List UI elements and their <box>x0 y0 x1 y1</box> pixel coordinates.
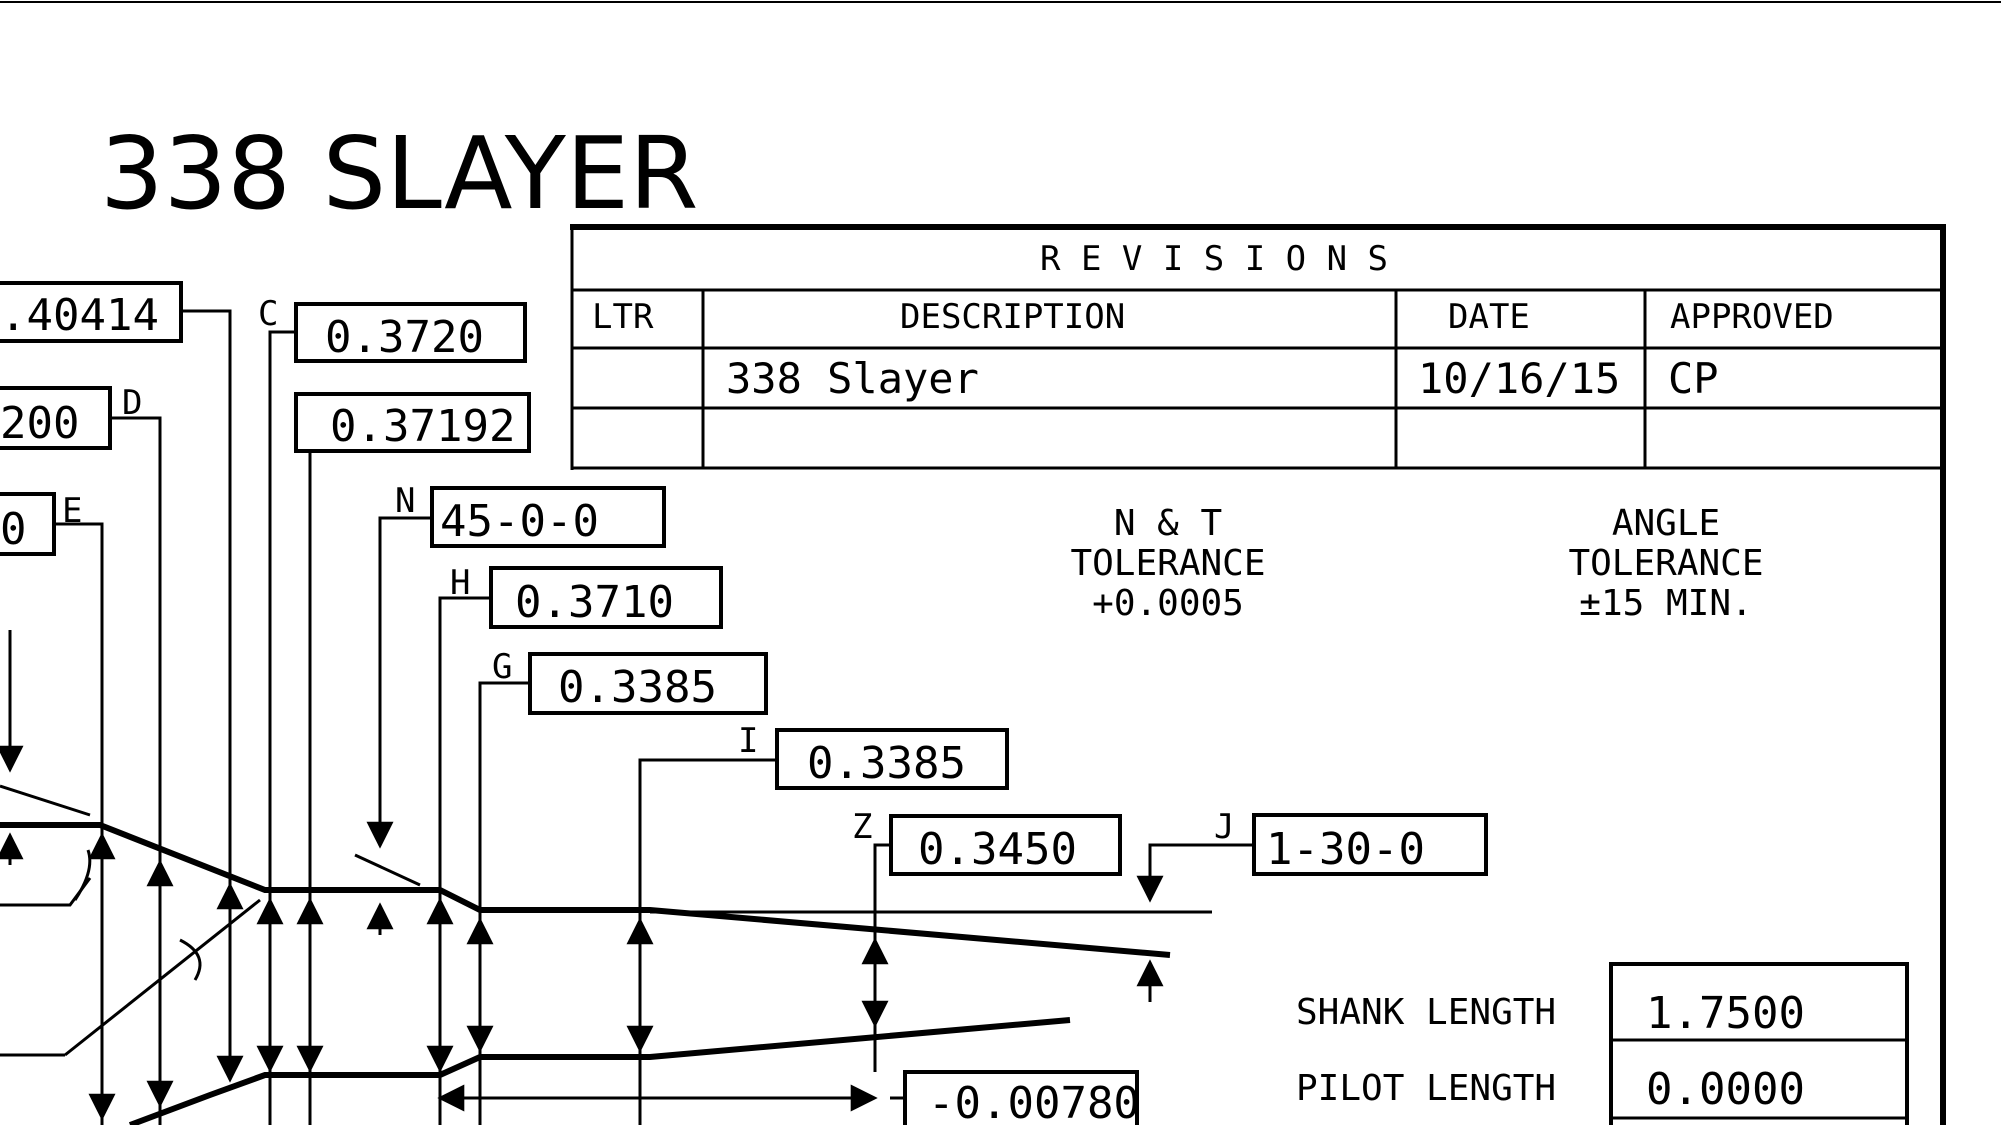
svg-text:C: C <box>258 294 278 334</box>
col-ltr: LTR <box>592 297 654 337</box>
length-table: SHANK LENGTH 1.7500 PILOT LENGTH 0.0000 <box>1296 962 1909 1125</box>
svg-text:0.37192: 0.37192 <box>330 401 515 452</box>
svg-text:0.3385: 0.3385 <box>558 662 717 713</box>
dim-top-partial: .40414 <box>0 281 183 343</box>
shank-length-value: 1.7500 <box>1646 988 1805 1039</box>
dim-j: J 1-30-0 <box>1214 807 1488 876</box>
dim-h: H 0.3710 <box>450 563 723 629</box>
shank-length-label: SHANK LENGTH <box>1296 992 1556 1033</box>
pilot-length-value: 0.0000 <box>1646 1064 1805 1115</box>
col-approved: APPROVED <box>1670 297 1834 337</box>
dim-e: 0 E <box>0 491 82 556</box>
svg-text:N: N <box>395 481 415 521</box>
dim-n: N 45-0-0 <box>395 481 666 548</box>
svg-text:1-30-0: 1-30-0 <box>1266 824 1425 875</box>
svg-text:0.3385: 0.3385 <box>807 738 966 789</box>
rev-row-1-date: 10/16/15 <box>1418 354 1620 403</box>
svg-text:0.3710: 0.3710 <box>515 577 674 628</box>
svg-text:+0.0005: +0.0005 <box>1092 583 1244 624</box>
svg-text:.40414: .40414 <box>0 290 159 341</box>
dim-c: C 0.3720 <box>258 294 527 363</box>
rev-row-1-description: 338 Slayer <box>726 354 979 403</box>
revisions-heading: R E V I S I O N S <box>1040 239 1388 279</box>
dim-bottom: -0.00780 <box>903 1070 1140 1125</box>
dim-z: Z 0.3450 <box>852 807 1122 876</box>
svg-text:J: J <box>1214 807 1234 847</box>
angle-tolerance-note: ANGLE TOLERANCE ±15 MIN. <box>1568 503 1763 624</box>
svg-text:0.3450: 0.3450 <box>918 824 1077 875</box>
col-description: DESCRIPTION <box>900 297 1125 337</box>
revisions-table: R E V I S I O N S LTR DESCRIPTION DATE A… <box>570 224 1946 1125</box>
leader-lines <box>0 309 1254 1125</box>
pilot-length-label: PILOT LENGTH <box>1296 1068 1556 1109</box>
dim-c2: 0.37192 <box>294 392 531 453</box>
rev-row-1-approved: CP <box>1668 354 1719 403</box>
svg-text:TOLERANCE: TOLERANCE <box>1568 543 1763 584</box>
svg-text:D: D <box>122 383 142 423</box>
col-date: DATE <box>1448 297 1530 337</box>
dim-i: I 0.3385 <box>738 721 1009 790</box>
nt-tolerance-note: N & T TOLERANCE +0.0005 <box>1070 503 1265 624</box>
svg-text:TOLERANCE: TOLERANCE <box>1070 543 1265 584</box>
drawing-title: 338 SLAYER <box>100 115 699 232</box>
svg-text:E: E <box>62 491 82 531</box>
svg-text:200: 200 <box>0 398 79 449</box>
svg-text:H: H <box>450 563 470 603</box>
svg-text:Z: Z <box>852 807 872 847</box>
svg-text:I: I <box>738 721 758 761</box>
svg-text:G: G <box>492 647 512 687</box>
svg-text:±15 MIN.: ±15 MIN. <box>1579 583 1752 624</box>
svg-text:N & T: N & T <box>1114 503 1222 544</box>
dim-g: G 0.3385 <box>492 647 768 715</box>
dim-d: 200 D <box>0 383 142 450</box>
dimension-arrows <box>0 832 1164 1121</box>
svg-text:ANGLE: ANGLE <box>1612 503 1720 544</box>
svg-text:-0.00780: -0.00780 <box>928 1078 1140 1125</box>
svg-text:0.3720: 0.3720 <box>325 312 484 363</box>
svg-text:45-0-0: 45-0-0 <box>440 496 599 547</box>
svg-text:0: 0 <box>0 504 27 555</box>
